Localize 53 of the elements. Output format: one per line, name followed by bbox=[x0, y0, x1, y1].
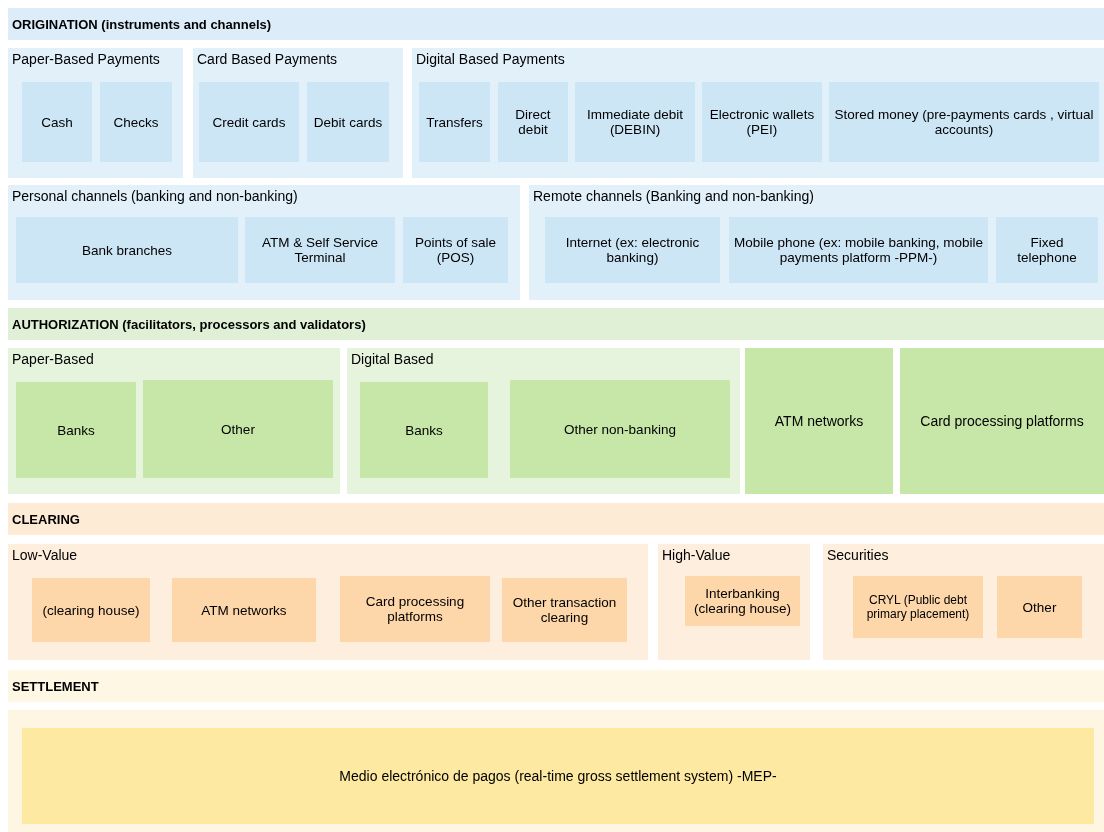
item-box: Other transaction clearing bbox=[502, 578, 627, 642]
item-box: Medio electrónico de pagos (real-time gross settlement system) -MEP- bbox=[22, 728, 1094, 824]
group-panel bbox=[8, 348, 340, 494]
group-heading: Paper-Based bbox=[12, 351, 94, 367]
item-box: Stored money (pre-payments cards , virtual accounts) bbox=[829, 82, 1099, 162]
layer-band: SETTLEMENT bbox=[8, 670, 1104, 702]
item-box: Credit cards bbox=[199, 82, 299, 162]
item-box: CRYL (Public debt primary placement) bbox=[853, 576, 983, 638]
group-heading: Paper-Based Payments bbox=[12, 51, 160, 67]
item-box: Card processing platforms bbox=[340, 576, 490, 642]
group-panel bbox=[823, 544, 1104, 660]
item-box: Immediate debit (DEBIN) bbox=[575, 82, 695, 162]
item-box: Card processing platforms bbox=[900, 348, 1104, 494]
item-box: (clearing house) bbox=[32, 578, 150, 642]
group-panel bbox=[8, 185, 520, 300]
group-panel bbox=[8, 544, 648, 660]
item-box: Electronic wallets (PEI) bbox=[702, 82, 822, 162]
item-box: Other non-banking bbox=[510, 380, 730, 478]
item-box: Banks bbox=[16, 382, 136, 478]
item-box: Cash bbox=[22, 82, 92, 162]
group-heading: Low-Value bbox=[12, 547, 78, 563]
group-heading: Remote channels (Banking and non-banking) bbox=[533, 188, 814, 204]
item-box: Other bbox=[997, 576, 1082, 638]
item-box: Banks bbox=[360, 382, 488, 478]
group-panel bbox=[8, 48, 183, 178]
item-box: Transfers bbox=[419, 82, 490, 162]
item-box: ATM networks bbox=[172, 578, 316, 642]
item-box: Interbanking (clearing house) bbox=[685, 576, 800, 626]
item-box: Other bbox=[143, 380, 333, 478]
item-box: Points of sale (POS) bbox=[403, 217, 508, 283]
item-box: ATM networks bbox=[745, 348, 893, 494]
group-heading: High-Value bbox=[662, 547, 731, 563]
layer-band: CLEARING bbox=[8, 503, 1104, 535]
item-box: ATM & Self Service Terminal bbox=[245, 217, 395, 283]
item-box: Mobile phone (ex: mobile banking, mobile payments platform -PPM-) bbox=[729, 217, 988, 283]
group-panel bbox=[529, 185, 1104, 300]
group-heading: Digital Based bbox=[351, 351, 434, 367]
item-box: Fixed telephone bbox=[996, 217, 1098, 283]
item-box: Checks bbox=[100, 82, 172, 162]
item-box: Direct debit bbox=[498, 82, 568, 162]
item-box: Internet (ex: electronic banking) bbox=[545, 217, 720, 283]
group-panel bbox=[193, 48, 403, 178]
item-box: Debit cards bbox=[307, 82, 389, 162]
group-heading: Card Based Payments bbox=[197, 51, 338, 67]
layer-band: AUTHORIZATION (facilitators, processors and validators) bbox=[8, 308, 1104, 340]
group-heading: Securities bbox=[827, 547, 889, 563]
group-panel bbox=[347, 348, 740, 494]
group-heading: Digital Based Payments bbox=[416, 51, 565, 67]
group-panel bbox=[412, 48, 1104, 178]
item-box: Bank branches bbox=[16, 217, 238, 283]
layer-band: ORIGINATION (instruments and channels) bbox=[8, 8, 1104, 40]
group-heading: Personal channels (banking and non-banking) bbox=[12, 188, 298, 204]
group-panel bbox=[658, 544, 810, 660]
